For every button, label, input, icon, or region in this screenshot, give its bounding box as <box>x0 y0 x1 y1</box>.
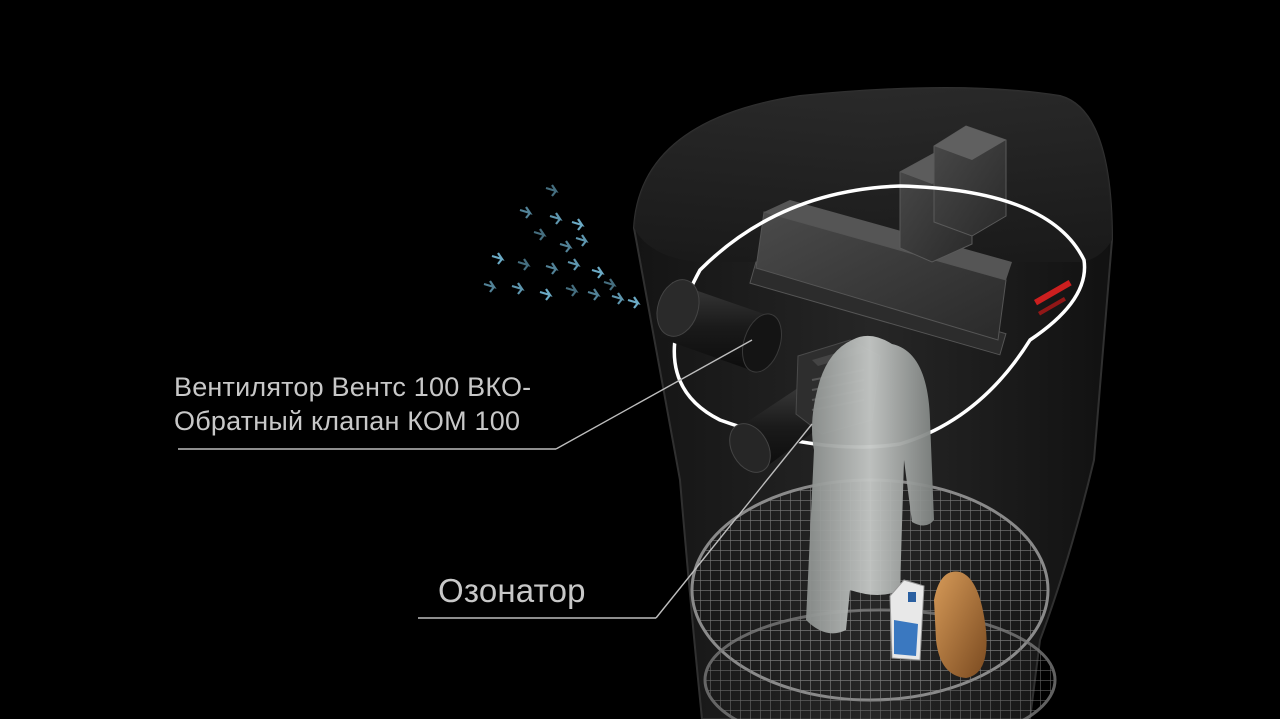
ozonator-label: Озонатор <box>438 572 586 609</box>
hanging-shirt <box>806 335 934 634</box>
airflow-arrow <box>587 288 601 301</box>
airflow-arrow <box>571 218 585 231</box>
airflow-arrow <box>591 266 605 279</box>
leader-lines <box>178 339 813 619</box>
airflow-arrow <box>519 206 533 219</box>
top-boxes <box>899 125 1007 263</box>
airflow-arrow <box>539 288 553 301</box>
fan-label-line2: Обратный клапан КОМ 100 <box>174 406 521 436</box>
airflow-arrow <box>533 228 547 241</box>
airflow-arrow <box>565 284 579 297</box>
red-indicator <box>1034 280 1072 316</box>
airflow-arrow <box>627 296 641 309</box>
airflow-arrow <box>545 262 559 275</box>
airflow-arrow <box>511 282 525 295</box>
airflow-arrow <box>517 258 531 271</box>
airflow-arrow <box>549 212 563 225</box>
fan-label-line1: Вентилятор Вентс 100 ВКО- <box>174 372 532 402</box>
milk-carton <box>889 579 925 661</box>
airflow-arrow <box>559 240 573 253</box>
airflow-arrow <box>491 252 505 265</box>
fan-cylinder <box>656 279 782 373</box>
airflow-arrow <box>567 258 581 271</box>
airflow-arrows <box>483 184 641 309</box>
bread-loaf <box>934 571 987 678</box>
airflow-arrow <box>603 278 617 291</box>
airflow-arrow <box>611 292 625 305</box>
highlight-ring <box>672 184 1087 449</box>
airflow-arrow <box>545 184 559 197</box>
airflow-arrow <box>483 280 497 293</box>
airflow-arrow <box>575 234 589 247</box>
